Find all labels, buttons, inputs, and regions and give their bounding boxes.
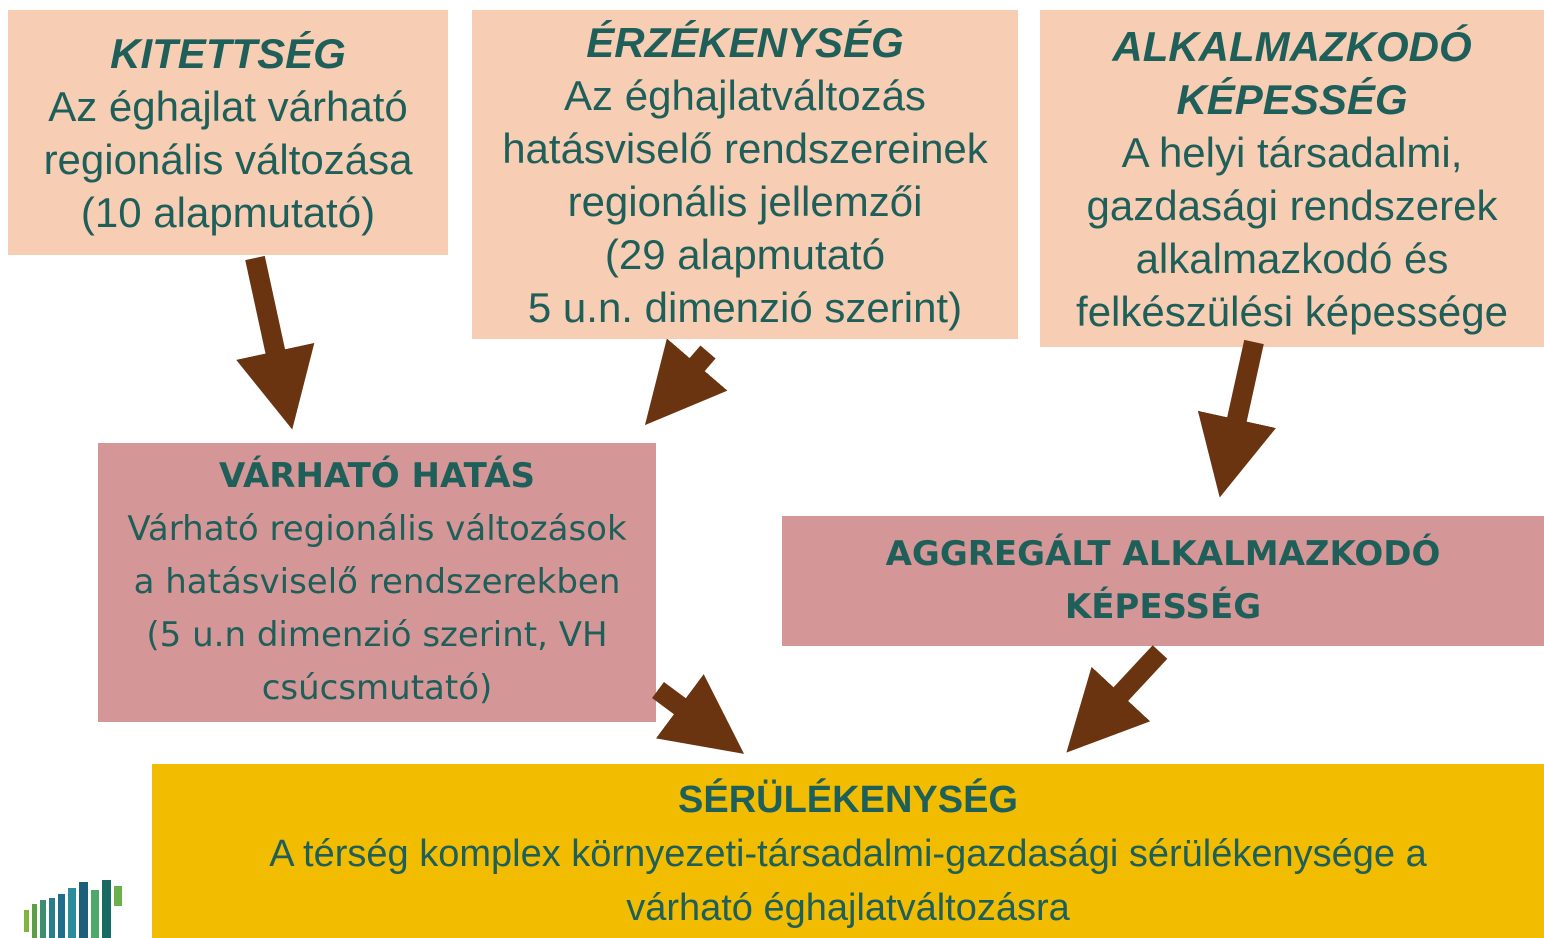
aggregalt-title: AGGREGÁLT ALKALMAZKODÓ <box>885 534 1441 574</box>
serulekenyseg-box: SÉRÜLÉKENYSÉG A térség komplex környezet… <box>152 764 1544 938</box>
arrow-alkalmazkodo-to-aggregalt <box>1197 339 1276 498</box>
alkalmazkodo-line: alkalmazkodó és <box>1135 234 1449 282</box>
varhato-hatas-title: VÁRHATÓ HATÁS <box>218 456 536 496</box>
varhato-hatas-line: Várható regionális változások <box>127 509 627 549</box>
alkalmazkodo-title: KÉPESSÉG <box>1176 75 1408 123</box>
kitettseg-line: Az éghajlat várható <box>48 82 408 130</box>
varhato-hatas-box: VÁRHATÓ HATÁS Várható regionális változá… <box>98 443 656 722</box>
alkalmazkodo-box: ALKALMAZKODÓ KÉPESSÉG A helyi társadalmi… <box>1040 10 1544 347</box>
arrow-aggregalt-to-serulekenyseg <box>1066 645 1168 753</box>
bar-logo-icon <box>24 880 122 938</box>
kitettseg-box: KITETTSÉG Az éghajlat várható regionális… <box>8 10 448 255</box>
erzekenyseg-box: ÉRZÉKENYSÉG Az éghajlatváltozás hatásvis… <box>472 10 1018 339</box>
erzekenyseg-title: ÉRZÉKENYSÉG <box>586 18 904 66</box>
arrow-erzekenyseg-to-hatas <box>644 338 728 426</box>
serulekenyseg-title: SÉRÜLÉKENYSÉG <box>678 779 1018 821</box>
kitettseg-title: KITETTSÉG <box>110 29 346 77</box>
aggregalt-box: AGGREGÁLT ALKALMAZKODÓ KÉPESSÉG <box>782 516 1544 646</box>
serulekenyseg-line: várható éghajlatváltozásra <box>626 887 1070 929</box>
varhato-hatas-line: (5 u.n dimenzió szerint, VH <box>146 615 608 655</box>
arrow-kitettseg-to-hatas <box>236 255 315 430</box>
erzekenyseg-line: regionális jellemzői <box>567 177 923 225</box>
alkalmazkodo-line: gazdasági rendszerek <box>1086 181 1498 229</box>
erzekenyseg-line: 5 u.n. dimenzió szerint) <box>527 283 963 331</box>
erzekenyseg-line: Az éghajlatváltozás <box>564 71 926 119</box>
erzekenyseg-line: (29 alapmutató <box>604 230 886 278</box>
kitettseg-line: regionális változása <box>43 135 413 183</box>
varhato-hatas-line: csúcsmutató) <box>261 668 493 708</box>
alkalmazkodo-line: A helyi társadalmi, <box>1121 128 1463 176</box>
varhato-hatas-line: a hatásviselő rendszerekben <box>133 562 621 602</box>
arrow-hatas-to-serulekenyseg <box>652 674 745 754</box>
erzekenyseg-line: hatásviselő rendszereinek <box>502 124 988 172</box>
alkalmazkodo-line: felkészülési képessége <box>1076 287 1508 335</box>
serulekenyseg-line: A térség komplex környezeti-társadalmi-g… <box>269 833 1427 875</box>
alkalmazkodo-title: ALKALMAZKODÓ <box>1112 22 1472 70</box>
aggregalt-title: KÉPESSÉG <box>1064 587 1262 627</box>
kitettseg-line: (10 alapmutató) <box>80 188 376 236</box>
